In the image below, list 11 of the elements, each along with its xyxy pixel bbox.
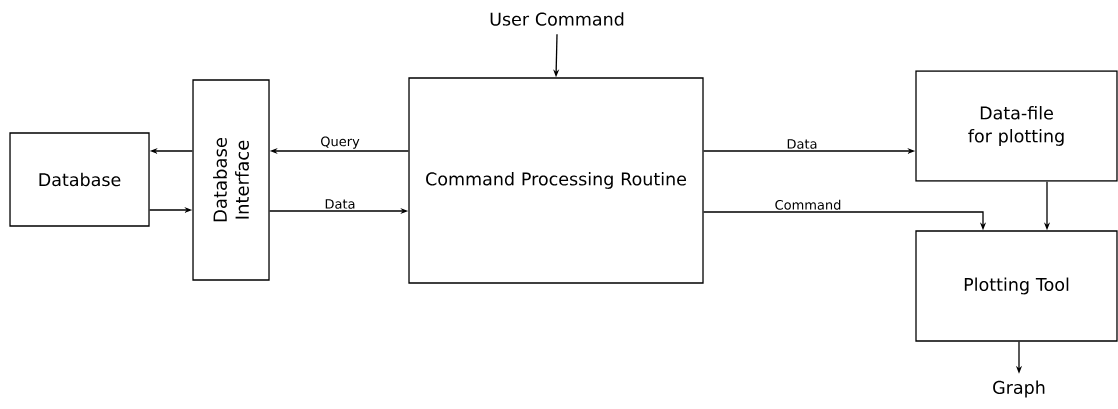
output-label: Graph [993,380,1045,398]
interface-box: Database Interface [192,79,270,281]
edge-label: Command [773,198,843,211]
tool-box: Plotting Tool [915,230,1118,342]
file-box: Data-file for plotting [915,70,1118,182]
edge-label: Data [785,138,819,150]
database-box: Database [9,132,150,227]
edge-label: Query [319,135,361,150]
input-label: User Command [490,12,624,26]
process-box: Command Processing Routine [408,77,704,284]
edge-label: Data [323,198,357,210]
